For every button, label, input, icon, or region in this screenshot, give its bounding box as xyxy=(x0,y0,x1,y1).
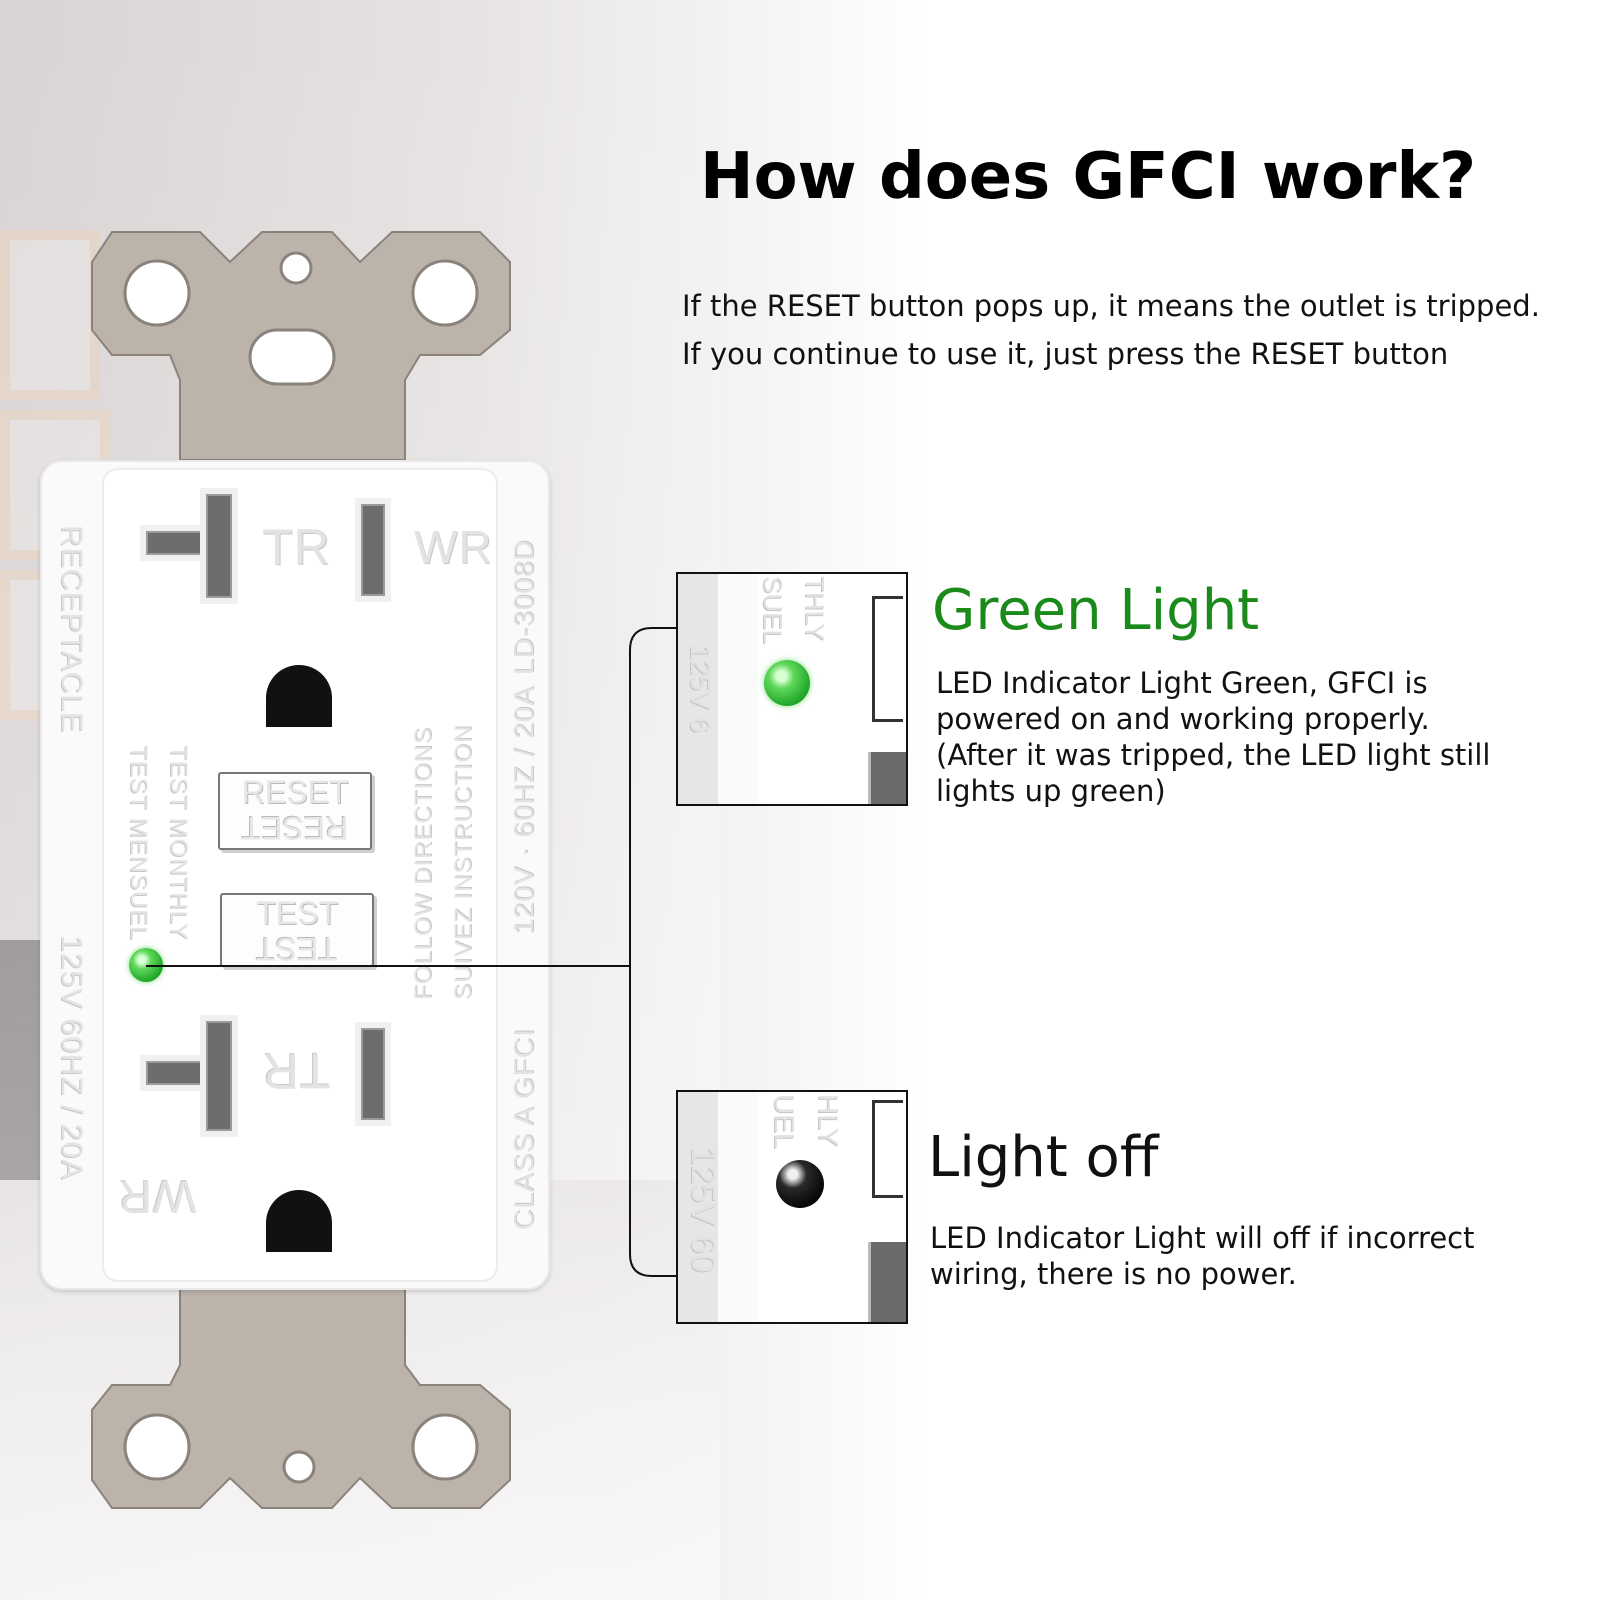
edge-text-rating-left: 125V 60HZ / 20A xyxy=(55,935,88,1181)
hot-slot-lower xyxy=(355,1022,391,1126)
description-line: lights up green) xyxy=(936,774,1166,808)
description-line: LED Indicator Light will off if incorrec… xyxy=(930,1221,1475,1255)
follow-directions-label: FOLLOW DIRECTIONS xyxy=(410,726,437,1000)
green-light-description: LED Indicator Light Green, GFCI is power… xyxy=(936,665,1576,809)
light-off-description: LED Indicator Light will off if incorrec… xyxy=(930,1220,1580,1292)
light-off-title: Light off xyxy=(928,1125,1159,1190)
inset-edge-text: 125V 60 xyxy=(684,1146,722,1273)
description-line: (After it was tripped, the LED light sti… xyxy=(936,738,1491,772)
tr-mark-lower: TR xyxy=(262,1043,331,1099)
reset-button-label: RESET xyxy=(241,774,349,810)
test-button-label-mirrored: TEST xyxy=(256,931,338,967)
inset-edge-strip xyxy=(718,1092,758,1322)
inset-edge-strip xyxy=(678,1092,718,1322)
edge-text-model: LD-3008D xyxy=(508,539,539,675)
inset-edge-strip xyxy=(718,574,758,804)
ground-hole-lower xyxy=(266,1190,332,1252)
inset-led-green xyxy=(764,660,810,706)
inset-face-text: UEL xyxy=(769,1094,800,1149)
reset-button-label-mirrored: RESET xyxy=(241,810,349,846)
test-button[interactable]: TEST TEST xyxy=(220,893,374,967)
neutral-slot-t-vertical xyxy=(200,488,238,604)
edge-text-rating-right: 120V · 60HZ / 20A xyxy=(508,686,539,935)
description-line: powered on and working properly. xyxy=(936,702,1430,736)
test-mensuel-label: TEST MENSUEL xyxy=(125,745,152,941)
inset-slot xyxy=(872,596,903,722)
description-line: LED Indicator Light Green, GFCI is xyxy=(936,666,1428,700)
reset-button[interactable]: RESET RESET xyxy=(218,772,372,850)
zoom-inset-light-off: 125V 60 UEL HLY xyxy=(676,1090,908,1324)
intro-line: If you continue to use it, just press th… xyxy=(682,337,1449,371)
wr-mark-upper: WR xyxy=(414,521,493,573)
edge-text-class: CLASS A GFCI xyxy=(508,1028,539,1230)
hot-slot-upper xyxy=(355,498,391,602)
inset-face-text: SUEL xyxy=(758,576,788,644)
gfci-outlet-face xyxy=(104,470,496,1280)
inset-edge-text: 125V 6 xyxy=(685,644,716,733)
green-light-title: Green Light xyxy=(932,578,1260,643)
led-indicator-green xyxy=(129,948,163,982)
tr-mark-upper: TR xyxy=(262,519,331,575)
edge-text-receptacle: RECEPTACLE xyxy=(55,525,88,733)
inset-led-off xyxy=(776,1160,824,1208)
zoom-inset-green-light: 125V 6 SUEL THLY xyxy=(676,572,908,806)
description-line: wiring, there is no power. xyxy=(930,1257,1297,1291)
test-monthly-label: TEST MONTHLY xyxy=(165,745,192,941)
wr-mark-lower: WR xyxy=(118,1171,197,1223)
inset-edge-strip xyxy=(678,574,718,804)
test-button-label: TEST xyxy=(256,895,338,931)
mounting-strap xyxy=(91,231,511,1509)
inset-slot xyxy=(872,1100,903,1198)
ground-hole-upper xyxy=(266,665,332,727)
page-title: How does GFCI work? xyxy=(700,140,1477,214)
inset-slot xyxy=(868,752,906,804)
neutral-slot-t-vertical-lower xyxy=(200,1015,238,1137)
inset-face-text: THLY xyxy=(800,576,830,641)
inset-slot xyxy=(868,1242,906,1322)
suivez-instruction-label: SUIVEZ INSTRUCTION xyxy=(450,724,477,1000)
intro-line: If the RESET button pops up, it means th… xyxy=(682,289,1540,323)
inset-face-text: HLY xyxy=(813,1094,844,1147)
intro-text: If the RESET button pops up, it means th… xyxy=(682,282,1582,378)
